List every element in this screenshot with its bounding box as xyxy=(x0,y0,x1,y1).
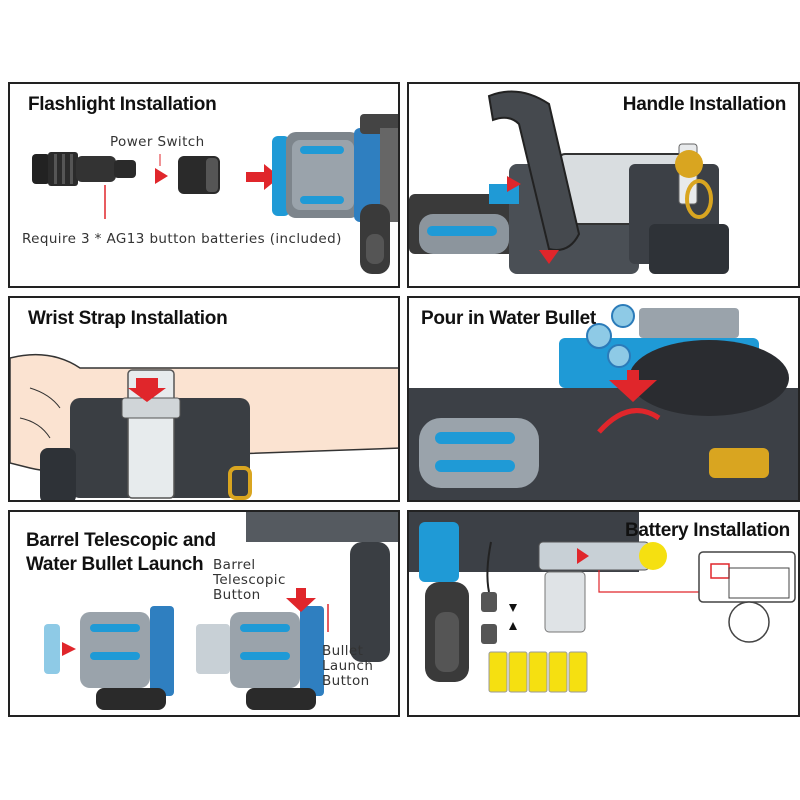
battery-note: Require 3 * AG13 button batteries (inclu… xyxy=(22,231,342,247)
flashlight-installation-panel: Flashlight Installation Power Switch Req… xyxy=(8,82,400,288)
battery-illustration xyxy=(409,512,796,693)
wrist-strap-installation-panel: Wrist Strap Installation xyxy=(8,296,400,502)
arrow-icon xyxy=(577,548,589,564)
handle-installation-panel: Handle Installation xyxy=(407,82,800,288)
barrel-launch-panel: Barrel Telescopic and Water Bullet Launc… xyxy=(8,510,400,717)
arrow-icon xyxy=(286,588,316,612)
launch-button-label-line: Button xyxy=(322,673,370,689)
launch-button-label: Bullet Launch Button xyxy=(322,644,373,689)
arrow-icon xyxy=(246,164,280,190)
water-gun-icon xyxy=(246,512,398,662)
water-gun-icon xyxy=(409,308,798,500)
handle-illustration xyxy=(409,90,729,274)
water-bullet-icon xyxy=(586,304,635,368)
telescopic-button-label-line: Barrel xyxy=(213,557,256,573)
arrow-icon xyxy=(609,370,657,402)
panel-title: Battery Installation xyxy=(624,520,790,541)
water-bullet-panel: Pour in Water Bullet xyxy=(407,296,800,502)
launch-button-label-line: Bullet xyxy=(322,643,364,659)
panel-title-line1: Barrel Telescopic and xyxy=(26,530,216,551)
panel-title-line2: Water Bullet Launch xyxy=(26,554,204,575)
panel-title: Wrist Strap Installation xyxy=(28,308,228,329)
water-bullet-illustration xyxy=(409,304,798,500)
telescopic-button-label-line: Button xyxy=(213,587,261,603)
panel-title: Handle Installation xyxy=(622,94,787,115)
power-switch-label: Power Switch xyxy=(110,134,205,150)
telescopic-button-label-line: Telescopic xyxy=(213,572,286,588)
water-gun-icon xyxy=(196,606,324,710)
barrel-illustration xyxy=(44,512,398,710)
power-switch-icon xyxy=(178,156,220,194)
water-gun-icon xyxy=(409,512,667,682)
arrow-icon xyxy=(155,168,168,184)
wrist-strap-illustration xyxy=(10,353,398,500)
arrow-icon xyxy=(509,604,517,612)
arrow-icon xyxy=(62,642,76,656)
battery-installation-panel: Battery Installation xyxy=(407,510,800,717)
arrow-icon xyxy=(507,176,521,192)
water-gun-icon xyxy=(409,90,729,274)
flashlight-icon xyxy=(32,152,136,186)
panel-title: Pour in Water Bullet xyxy=(421,308,596,329)
arrow-icon xyxy=(128,378,166,402)
launch-button-label-line: Launch xyxy=(322,658,374,674)
arrow-icon xyxy=(539,250,559,264)
rotate-arrow-icon xyxy=(597,408,661,434)
water-gun-icon xyxy=(44,606,174,710)
water-gun-icon xyxy=(272,114,398,274)
telescopic-button-label: Barrel Telescopic Button xyxy=(213,558,286,603)
arrow-icon xyxy=(509,622,517,630)
battery-compartment-inset xyxy=(698,551,796,643)
battery-icon xyxy=(488,651,588,693)
panel-title: Flashlight Installation xyxy=(28,94,217,115)
flashlight-illustration xyxy=(32,114,398,274)
